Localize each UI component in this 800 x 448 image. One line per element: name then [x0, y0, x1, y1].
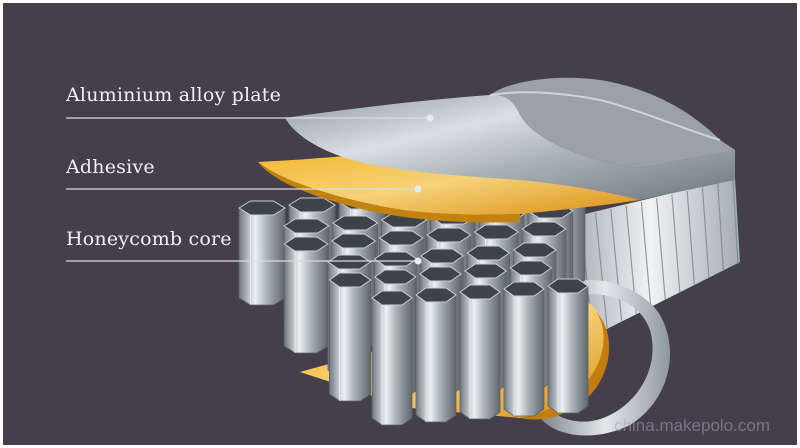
label-adhesive: Adhesive: [66, 156, 155, 178]
adhesive-sheet: [258, 148, 640, 223]
honeycomb-cell: [283, 236, 329, 354]
honeycomb-cell: [503, 281, 545, 417]
side-stripe: [610, 209, 623, 321]
side-stripe: [686, 190, 695, 286]
label-aluminium-alloy-plate: Aluminium alloy plate: [66, 84, 282, 106]
side-stripe: [717, 183, 725, 272]
side-stripe: [640, 201, 652, 307]
leader-lines: [66, 114, 434, 265]
honeycomb-cell: [415, 287, 457, 423]
side-stripe: [671, 194, 681, 293]
panel-side-face: [560, 178, 740, 345]
watermark-text: china.makepolo.com: [614, 416, 770, 435]
honeycomb-cell: [459, 284, 501, 420]
honeycomb-cell: [328, 272, 372, 402]
honeycomb-cell: [547, 278, 589, 414]
side-stripe: [732, 179, 739, 265]
label-honeycomb-core: Honeycomb core: [66, 228, 232, 250]
honeycomb-cell: [238, 200, 286, 306]
honeycomb-cells: [238, 182, 589, 426]
aluminium-plate: [285, 77, 735, 200]
side-stripe: [701, 187, 710, 279]
side-stripe: [656, 198, 666, 300]
side-stripe: [594, 212, 608, 328]
honeycomb-cell: [371, 290, 413, 426]
